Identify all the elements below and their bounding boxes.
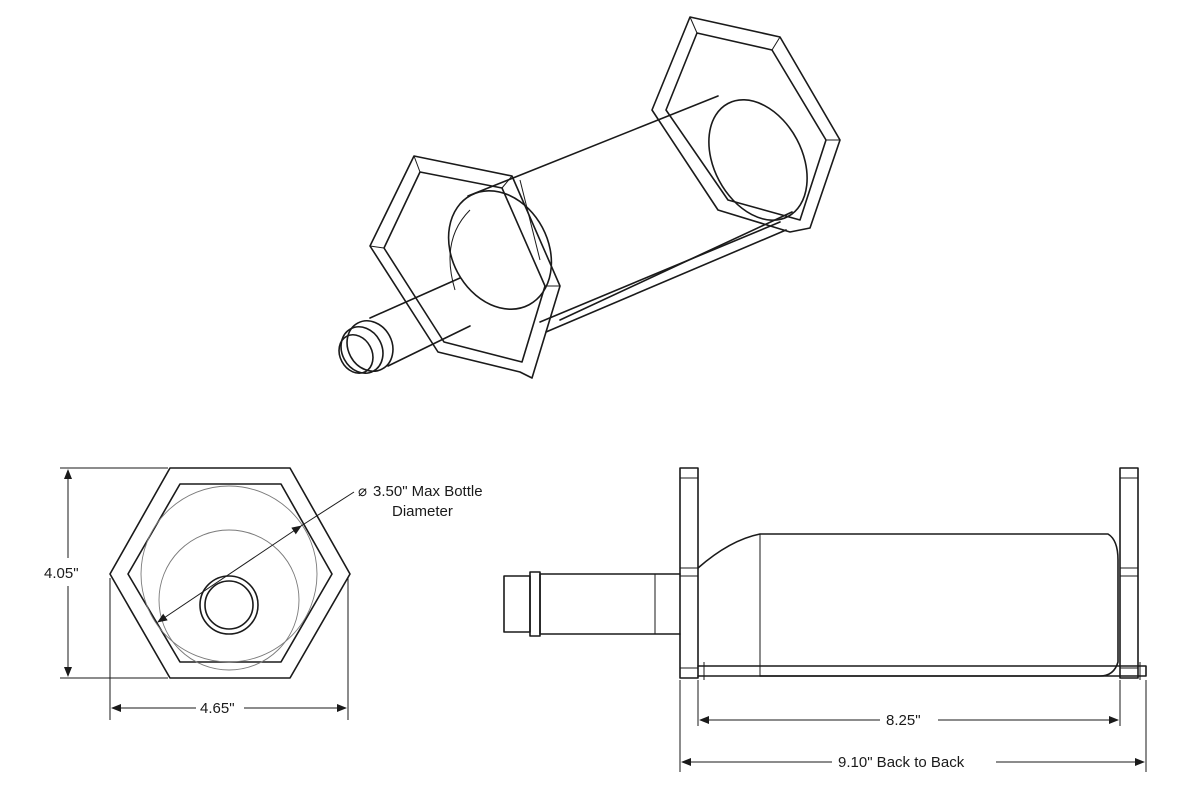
- bottle-body-circle: [158, 529, 300, 671]
- diameter-leader: [300, 491, 355, 527]
- end-view: [60, 467, 355, 720]
- diameter-label-line2: Diameter: [392, 503, 453, 520]
- max-bottle-circle: [140, 485, 318, 663]
- hex-inner: [127, 483, 333, 663]
- side-bottle-body: [697, 533, 1119, 677]
- isometric-view: [338, 16, 841, 379]
- inner-length-label: 8.25": [886, 712, 921, 729]
- front-upright: [679, 467, 699, 679]
- diameter-label: 3.50" Max Bottle: [373, 483, 483, 500]
- hex-outer: [109, 467, 351, 679]
- height-label: 4.05": [44, 565, 79, 582]
- neck-inner-circle: [204, 580, 254, 630]
- side-bottle-neck: [539, 573, 681, 635]
- overall-length-label: 9.10" Back to Back: [838, 754, 965, 771]
- rear-hex-frame: [651, 16, 841, 233]
- width-label: 4.65": [200, 700, 235, 717]
- rear-upright: [1119, 467, 1139, 679]
- diameter-symbol: ⌀: [358, 483, 367, 500]
- neck-outer-circle: [199, 575, 259, 635]
- side-view: [503, 467, 1147, 772]
- diameter-dimension-line: [157, 525, 302, 623]
- bottle-body: [447, 95, 808, 321]
- side-bottom-rail: [697, 665, 1147, 677]
- bottle-neck: [338, 277, 471, 374]
- bottom-rail: [539, 221, 787, 333]
- front-hex-frame: [369, 155, 561, 379]
